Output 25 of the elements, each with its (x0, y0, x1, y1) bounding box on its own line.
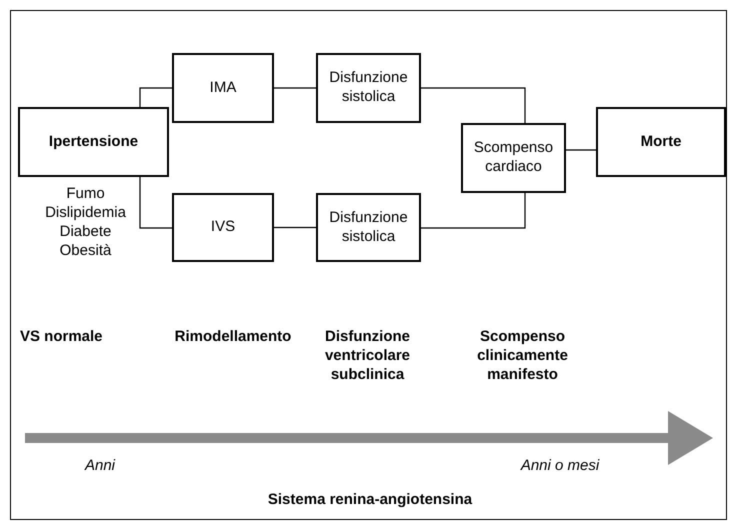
connector-line (421, 87, 526, 123)
risk-factor-text: Dislipidemia (44, 204, 127, 221)
process-box: Ipertensione (18, 107, 169, 177)
stage-label: VS normale (20, 328, 104, 347)
connector-line (139, 87, 172, 107)
risk-factor-text: Obesità (58, 242, 112, 259)
stage-label: Disfunzione ventricolare subclinica (324, 328, 412, 384)
footer-label: Sistema renina-angiotensina (266, 491, 474, 510)
connector-line (139, 177, 172, 229)
process-box: Disfunzione sistolica (316, 193, 421, 262)
process-box: IVS (172, 193, 274, 262)
time-label: Anni (83, 457, 116, 476)
risk-factor-text: Diabete (58, 223, 112, 240)
connector-line (274, 87, 316, 89)
process-box: Morte (596, 107, 726, 177)
process-box: IMA (172, 53, 274, 123)
process-box: Disfunzione sistolica (316, 53, 421, 123)
risk-factor-text: Fumo (65, 185, 106, 202)
stage-label: Scompenso clinicamente manifesto (476, 328, 569, 384)
stage-label: Rimodellamento (174, 328, 292, 347)
connector-line (421, 193, 526, 229)
process-box: Scompenso cardiaco (461, 123, 566, 193)
connector-line (566, 149, 596, 151)
time-label: Anni o mesi (519, 457, 600, 476)
connector-line (274, 226, 316, 228)
